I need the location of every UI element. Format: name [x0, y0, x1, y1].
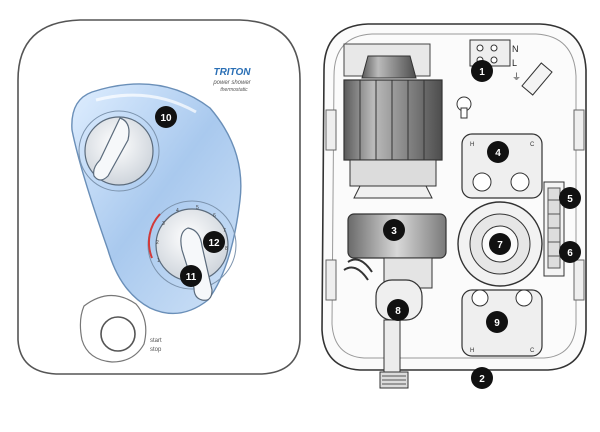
callout-2: 2 [471, 367, 493, 389]
callout-5: 5 [559, 187, 581, 209]
temperature-dial[interactable]: 1 2 3 4 5 6 7 8 [147, 200, 237, 301]
temp-mark-7: 7 [223, 228, 226, 234]
temp-dial-lever [180, 227, 213, 301]
model-line-2: thermostatic [220, 87, 248, 93]
front-panel: TRITON power shower thermostatic 1 2 3 4… [17, 19, 301, 375]
temp-mark-4: 4 [176, 208, 179, 214]
temp-mark-6: 6 [213, 213, 216, 219]
terminal-l-label: L [512, 58, 517, 68]
callout-11: 11 [180, 265, 202, 287]
svg-text:9: 9 [494, 318, 500, 329]
temp-mark-1: 1 [157, 258, 160, 264]
callout-9: 9 [486, 311, 508, 333]
temp-mark-3: 3 [162, 221, 165, 227]
svg-text:5: 5 [567, 194, 573, 205]
svg-text:7: 7 [497, 240, 503, 251]
left-clip [325, 109, 337, 151]
left-clip-lower [325, 259, 337, 301]
svg-text:12: 12 [208, 238, 220, 249]
svg-text:2: 2 [479, 374, 485, 385]
callout-12: 12 [203, 231, 225, 253]
callout-8: 8 [387, 299, 409, 321]
backplate-inner [331, 33, 577, 359]
svg-text:3: 3 [391, 226, 397, 237]
svg-text:11: 11 [186, 272, 197, 283]
keyhole-mount [456, 96, 472, 119]
temp-mark-2: 2 [156, 240, 159, 246]
terminal-n-label: N [512, 44, 519, 54]
temp-mark-8: 8 [225, 246, 228, 252]
pump-motor [343, 43, 443, 199]
svg-text:1: 1 [479, 67, 485, 78]
brand-logo: TRITON [213, 67, 251, 78]
fascia-highlight [95, 93, 197, 114]
start-stop-button[interactable] [79, 294, 147, 363]
internal-view: N L ⏚ H C [321, 23, 587, 389]
pcb-switch [543, 181, 565, 277]
outlet-pipe [379, 319, 409, 389]
start-label: start [150, 338, 162, 344]
upper-valve-c-label: C [530, 142, 535, 148]
callout-3: 3 [383, 219, 405, 241]
callout-7: 7 [489, 233, 511, 255]
temp-mark-5: 5 [196, 205, 199, 211]
model-line-1: power shower [212, 80, 251, 86]
inlet-valve-upper: H C [461, 133, 543, 199]
right-clip-lower [573, 259, 585, 301]
stop-label: stop [150, 347, 162, 353]
callout-6: 6 [559, 241, 581, 263]
lower-valve-c-label: C [530, 348, 535, 354]
callout-10: 10 [155, 106, 177, 128]
temp-scale-red [147, 213, 161, 259]
svg-text:8: 8 [395, 306, 401, 317]
right-clip [573, 109, 585, 151]
svg-text:6: 6 [567, 248, 573, 259]
upper-valve-h-label: H [470, 142, 474, 148]
flow-dial[interactable] [78, 110, 160, 192]
callout-4: 4 [487, 141, 509, 163]
flow-dial-lever [93, 117, 130, 181]
terminal-earth-label: ⏚ [512, 72, 521, 82]
lower-valve-h-label: H [470, 348, 474, 354]
callout-1: 1 [471, 60, 493, 82]
svg-text:4: 4 [495, 148, 501, 159]
svg-text:10: 10 [160, 113, 172, 124]
